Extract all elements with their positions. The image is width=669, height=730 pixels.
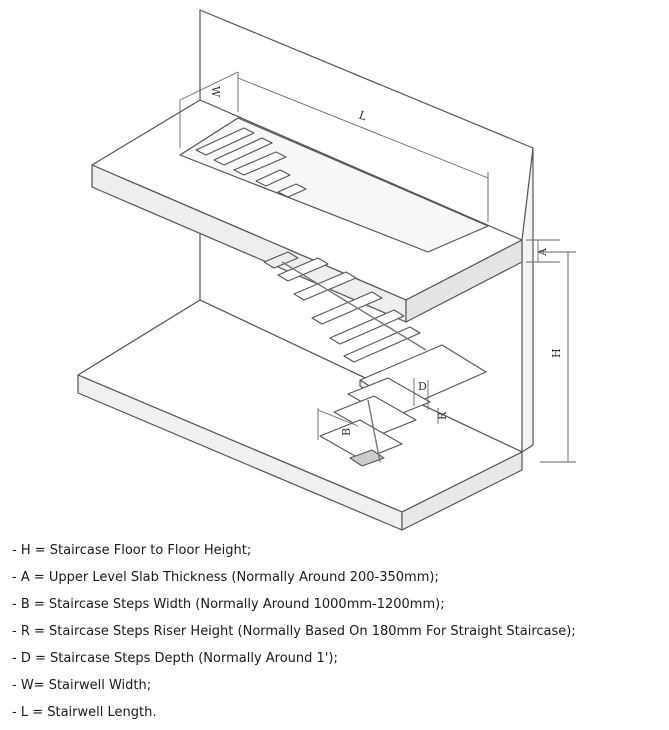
- label-d: D: [418, 380, 427, 393]
- label-a: A: [536, 247, 549, 257]
- legend-list: - H = Staircase Floor to Floor Height; -…: [12, 537, 576, 726]
- step: [319, 419, 403, 461]
- step: [293, 271, 357, 301]
- legend-item-d: - D = Staircase Steps Depth (Normally Ar…: [12, 651, 338, 666]
- legend-item-a: - A = Upper Level Slab Thickness (Normal…: [12, 570, 439, 585]
- stairwell-opening: [179, 117, 489, 253]
- dim-line-w: [179, 71, 239, 101]
- upper-step: [255, 169, 291, 187]
- upper-slab-side: [405, 239, 523, 323]
- step: [311, 291, 383, 325]
- dim-line-l: [237, 77, 489, 179]
- upper-step: [195, 127, 255, 156]
- label-h: H: [550, 348, 563, 358]
- step: [343, 326, 421, 363]
- legend-item-b: - B = Staircase Steps Width (Normally Ar…: [12, 597, 445, 612]
- label-r: R: [436, 411, 449, 420]
- step: [263, 251, 299, 269]
- staircase-diagram: W L A H D B R: [77, 9, 576, 531]
- label-w: W: [209, 86, 222, 98]
- upper-step: [213, 137, 273, 166]
- label-l: L: [357, 109, 369, 124]
- side-wall: [521, 147, 534, 453]
- ground-floor-slab-side: [401, 451, 523, 531]
- step-base: [349, 449, 385, 467]
- legend-item-w: - W= Stairwell Width;: [12, 678, 152, 693]
- legend-item-r: - R = Staircase Steps Riser Height (Norm…: [12, 624, 576, 639]
- stringer: [367, 399, 381, 463]
- step: [329, 309, 405, 345]
- legend-item-l: - L = Stairwell Length.: [12, 705, 157, 720]
- upper-step: [233, 151, 287, 176]
- label-b: B: [340, 428, 353, 436]
- upper-step: [277, 183, 307, 198]
- stringer: [281, 261, 427, 351]
- step: [277, 257, 329, 282]
- legend-item-h: - H = Staircase Floor to Floor Height;: [12, 543, 252, 558]
